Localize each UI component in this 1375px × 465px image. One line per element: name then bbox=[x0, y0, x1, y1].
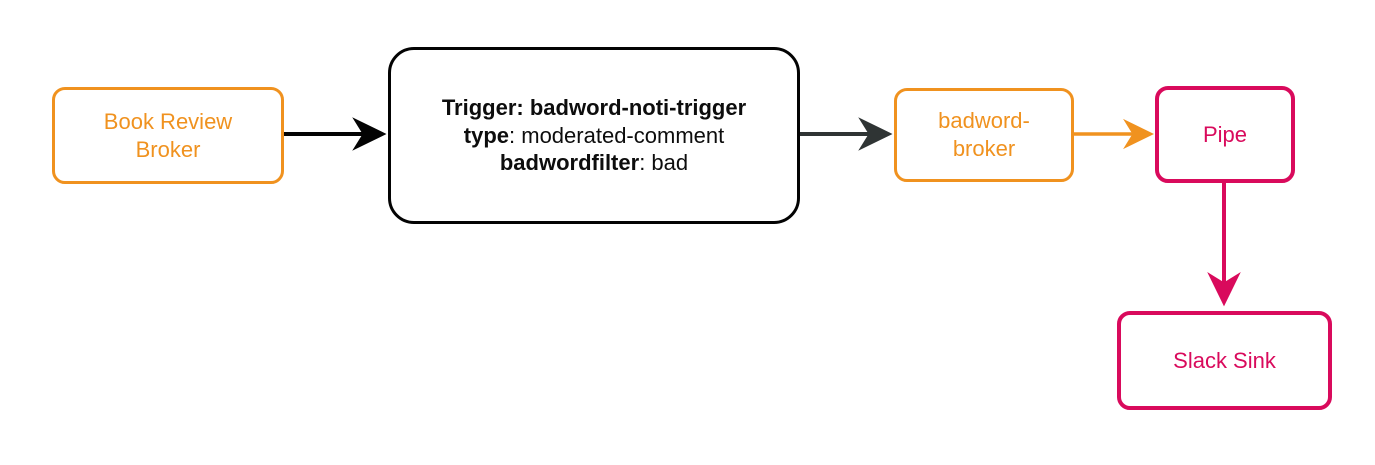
trigger-line-trigger: Trigger: badword-noti-trigger bbox=[442, 94, 746, 122]
trigger-key-badwordfilter: badwordfilter bbox=[499, 150, 640, 176]
edge-badword-broker-to-pipe bbox=[1071, 118, 1163, 150]
node-trigger[interactable]: Trigger: badword-noti-trigger type: mode… bbox=[388, 47, 800, 224]
trigger-value-trigger: badword-noti-trigger bbox=[529, 94, 747, 120]
trigger-line-type: type: moderated-comment bbox=[464, 122, 724, 150]
trigger-value-type: moderated-comment bbox=[521, 122, 725, 148]
node-pipe[interactable]: Pipe bbox=[1155, 86, 1295, 183]
trigger-value-badwordfilter: bad bbox=[651, 150, 689, 176]
node-slack-sink[interactable]: Slack Sink bbox=[1117, 311, 1332, 410]
edge-trigger-to-badword-broker bbox=[795, 117, 905, 151]
trigger-key-trigger: Trigger: bbox=[441, 94, 524, 120]
trigger-key-type: type bbox=[463, 122, 510, 148]
node-badword-broker[interactable]: badword- broker bbox=[894, 88, 1074, 182]
trigger-line-badwordfilter: badwordfilter: bad bbox=[500, 149, 688, 177]
node-slack-sink-label: Slack Sink bbox=[1173, 347, 1276, 373]
node-book-review-broker-label: Book Review Broker bbox=[103, 108, 233, 162]
node-badword-broker-label: badword- broker bbox=[938, 108, 1030, 161]
trigger-sep-type: : bbox=[509, 122, 522, 148]
edge-pipe-to-slack-sink bbox=[1207, 182, 1241, 314]
edge-broker-to-trigger bbox=[283, 117, 393, 151]
node-pipe-label: Pipe bbox=[1202, 121, 1248, 147]
trigger-sep-badwordfilter: : bbox=[639, 150, 652, 176]
node-book-review-broker[interactable]: Book Review Broker bbox=[52, 87, 284, 184]
